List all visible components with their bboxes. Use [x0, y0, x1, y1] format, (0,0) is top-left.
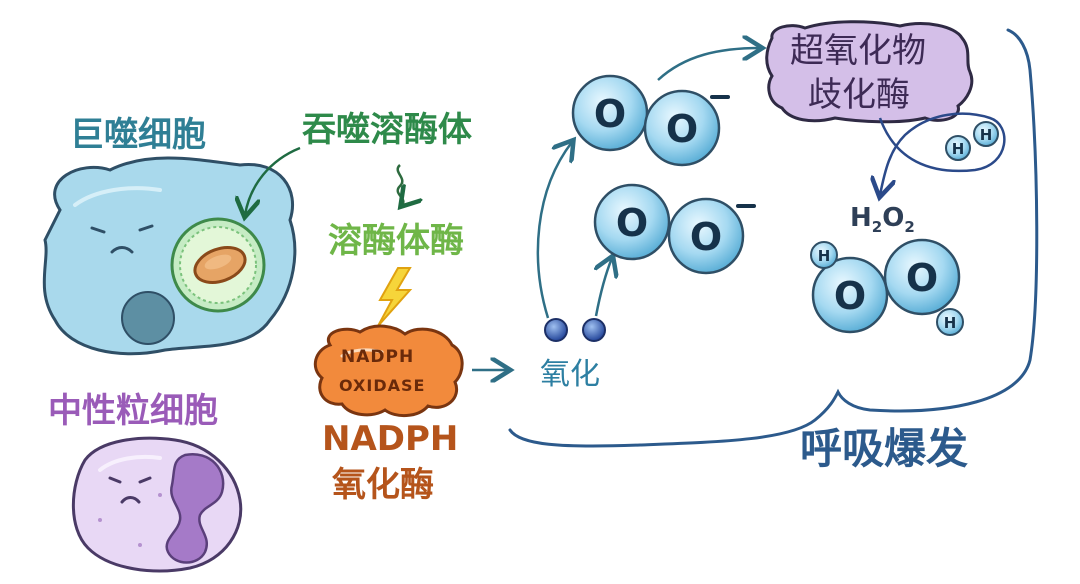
phagolysosome-label: 吞噬溶酶体 — [302, 110, 472, 150]
superoxide-molecule-1: O O — [571, 74, 730, 167]
svg-text:H: H — [980, 126, 993, 144]
oxygen-symbol: O — [690, 215, 722, 259]
macrophage-nucleus — [121, 291, 175, 345]
phagolysosome-pointer-arrow — [245, 146, 301, 215]
sod-enzyme-badge — [765, 20, 974, 124]
sod-label-line1: 超氧化物 — [790, 31, 926, 71]
respiratory-burst-bracket — [508, 28, 1039, 448]
svg-text:H: H — [952, 140, 965, 158]
neutrophil-mouth — [120, 496, 141, 504]
neutrophil-eye-left — [108, 476, 122, 484]
phagolysosome-vacuole — [170, 217, 266, 313]
hydrogen-symbol: H — [818, 247, 831, 265]
oxygen-symbol: O — [616, 201, 648, 245]
macrophage-cell — [42, 156, 297, 356]
hydrogen-symbol: H — [944, 314, 957, 332]
oxidase-cn-label: 氧化酶 — [332, 465, 434, 505]
hydrogen-peroxide-molecule: O O H H — [810, 238, 964, 336]
superoxide-to-sod-arrow — [657, 48, 760, 81]
macrophage-mouth — [110, 246, 134, 254]
bead-to-superoxide-arrow-2 — [596, 258, 612, 317]
macrophage-label: 巨噬细胞 — [70, 115, 206, 155]
macrophage-eye-left — [90, 226, 106, 234]
oxygen-atom-bead — [544, 318, 568, 342]
neutrophil-nucleus — [165, 452, 225, 564]
squiggle-arrow — [396, 164, 404, 205]
nadph-label: NADPH — [322, 419, 459, 459]
lightning-icon — [377, 267, 413, 327]
h2o2-formula-label: H2O2 — [850, 203, 915, 237]
oxygen-symbol: O — [906, 256, 938, 300]
badge-text-oxidase: OXIDASE — [339, 376, 426, 395]
respiratory-burst-label: 呼吸爆发 — [800, 424, 969, 473]
hydrogen-atom: H — [945, 135, 971, 161]
neutrophil-eye-right — [138, 476, 152, 484]
lysosomal-enzyme-label: 溶酶体酶 — [328, 221, 464, 261]
sod-to-h2o2-arrow — [880, 112, 1006, 195]
oxygen-symbol: O — [666, 107, 698, 151]
macrophage-eye-right — [138, 224, 154, 232]
sod-label-line2: 歧化酶 — [808, 75, 910, 115]
oxygen-symbol: O — [834, 274, 866, 318]
bead-to-superoxide-arrow-1 — [536, 142, 572, 319]
superoxide-molecule-2: O O — [593, 183, 756, 275]
neutrophil-cell — [71, 436, 243, 573]
neutrophil-label: 中性粒细胞 — [48, 391, 218, 431]
oxygen-symbol: O — [594, 92, 626, 136]
oxidation-label: 氧化 — [540, 357, 600, 392]
badge-text-nadph: NADPH — [341, 347, 415, 367]
oxygen-atom-bead — [582, 318, 606, 342]
nadph-oxidase-badge — [313, 324, 464, 417]
hydrogen-atom: H — [973, 121, 999, 147]
